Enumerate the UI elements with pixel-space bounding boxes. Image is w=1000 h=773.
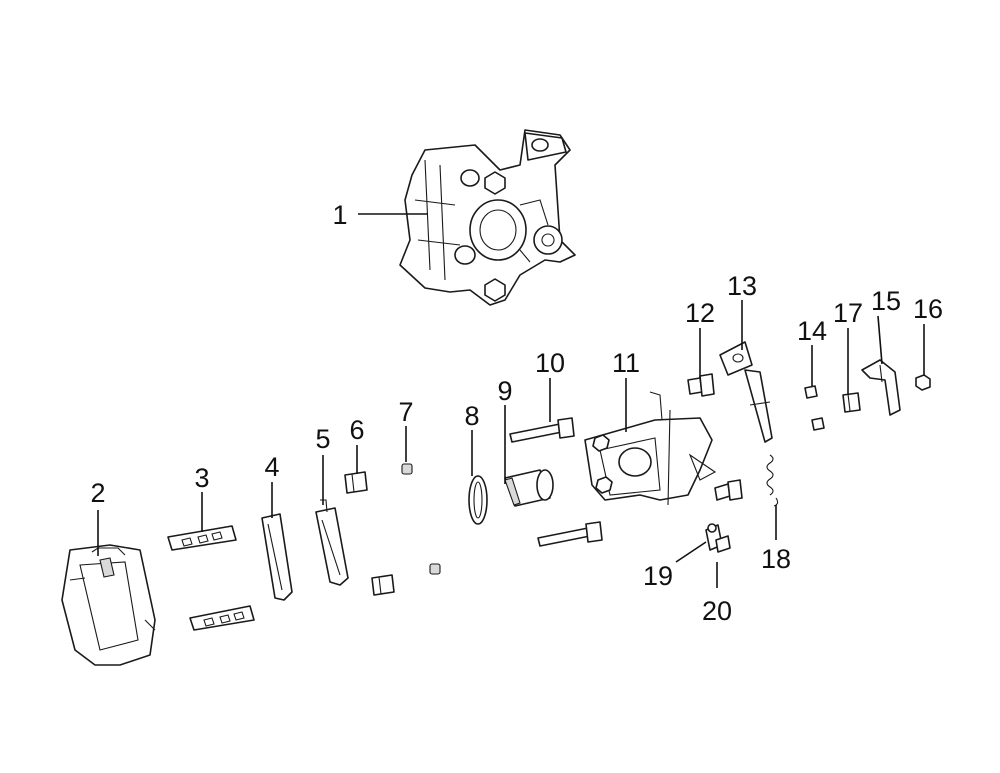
part-17-bushing [842,392,861,413]
part-5-inner-pad [315,499,349,586]
callout-13: 13 [727,271,757,301]
part-8-seal-ring [468,475,488,525]
callout-10: 10 [535,348,565,378]
part-4-outer-pad [261,513,293,601]
callout-9: 9 [497,376,512,406]
part-16-nut [915,374,931,391]
part-15-spring-clip [861,359,901,416]
part-18-return-spring [766,454,779,507]
callout-16: 16 [913,294,943,324]
callout-5: 5 [315,424,330,454]
callout-3: 3 [194,463,209,493]
callout-4: 4 [264,452,279,482]
leader-19 [675,541,707,563]
part-6-sleeves [344,471,395,596]
part-13-lever-plate [719,341,773,443]
callout-15: 15 [871,286,901,316]
part-20-cap [707,523,717,533]
part-19-fitting [705,524,731,553]
callout-11: 11 [612,348,640,378]
part-9-piston [504,469,554,507]
leader-lines [97,213,925,588]
callout-1: 1 [332,200,347,230]
part-1-caliper-assembly [399,129,576,306]
part-3-pad-clips [167,525,255,631]
part-14-pin [804,385,825,431]
part-10-guide-pins [509,417,603,547]
part-12-bolt [687,373,743,501]
callout-7: 7 [398,397,413,427]
leader-15 [877,315,883,365]
callout-6: 6 [349,415,364,445]
callout-labels: 1 2 3 4 5 6 7 8 9 10 11 12 13 14 15 16 1… [90,200,943,626]
part-11-caliper-body [584,391,717,506]
callout-18: 18 [761,544,791,574]
part-2-bracket [61,544,156,666]
callout-17: 17 [833,298,863,328]
callout-20: 20 [702,596,732,626]
part-7-bushings [401,463,441,575]
callout-14: 14 [797,316,827,346]
callout-12: 12 [685,298,715,328]
callout-8: 8 [464,401,479,431]
callout-19: 19 [643,561,673,591]
callout-2: 2 [90,478,105,508]
